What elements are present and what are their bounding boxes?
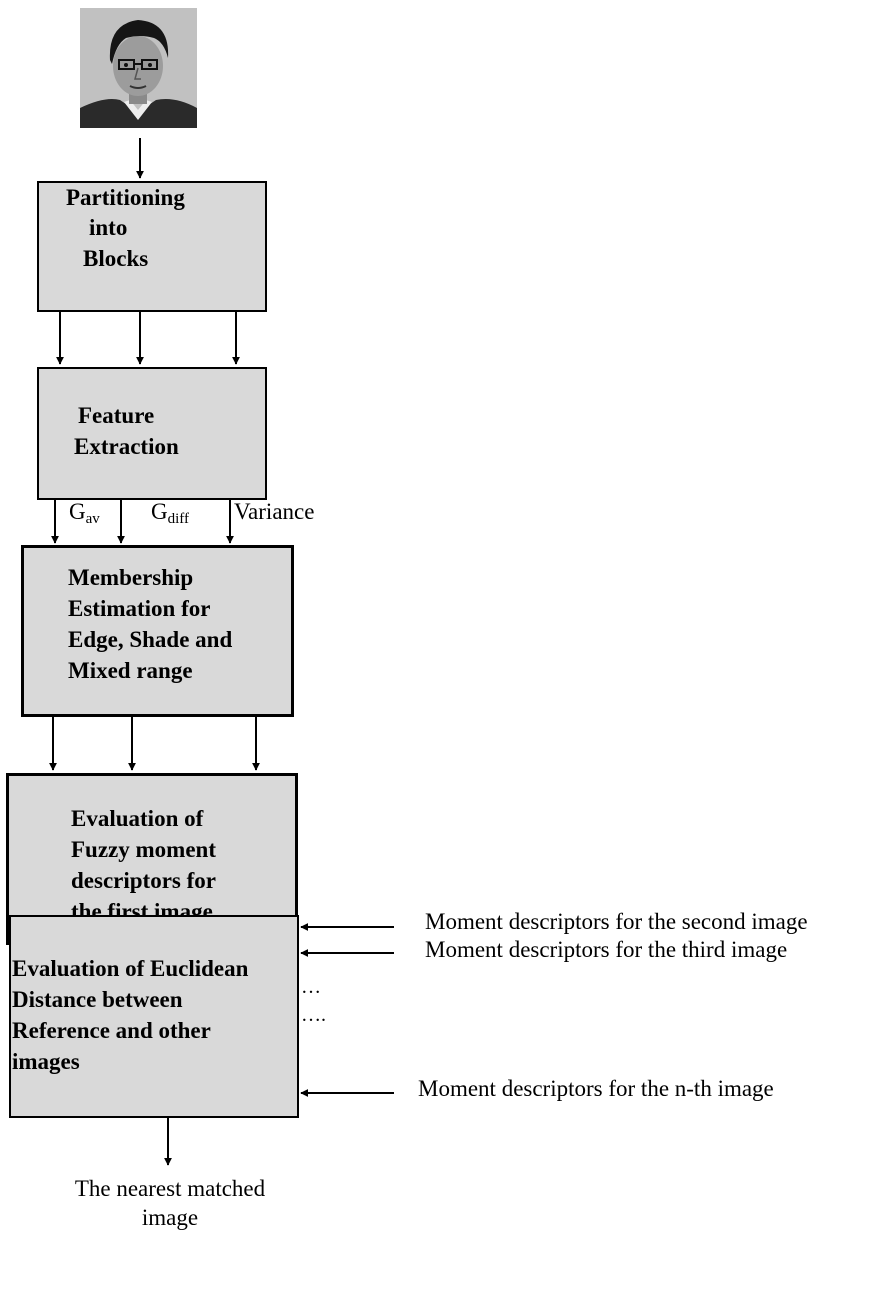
euclid-label-1: Evaluation of Euclidean (12, 956, 249, 981)
ellipsis-2: …. (301, 1004, 326, 1026)
feature-label-1: Feature (78, 403, 155, 428)
g-av-label: Gav (69, 499, 100, 527)
fuzzy-label-1: Evaluation of (71, 806, 204, 831)
face-photo-icon (80, 8, 197, 128)
membership-label-3: Edge, Shade and (68, 627, 233, 652)
fuzzy-label-2: Fuzzy moment (71, 837, 216, 862)
partition-label-3: Blocks (83, 246, 149, 271)
euclidean-distance-block (9, 915, 299, 1118)
output-label-1: The nearest matched (74, 1176, 266, 1201)
euclid-label-3: Reference and other (12, 1018, 211, 1043)
ellipsis-1: … (301, 976, 321, 998)
feature-extraction-block (37, 367, 267, 500)
nth-image-input-label: Moment descriptors for the n-th image (418, 1076, 774, 1101)
membership-label-4: Mixed range (68, 658, 193, 683)
output-label-2: image (141, 1205, 199, 1230)
second-image-input-label: Moment descriptors for the second image (425, 909, 808, 934)
membership-label-2: Estimation for (68, 596, 211, 621)
partition-label-2: into (89, 215, 128, 240)
euclid-label-2: Distance between (12, 987, 183, 1012)
membership-label-1: Membership (68, 565, 194, 590)
third-image-input-label: Moment descriptors for the third image (425, 937, 788, 962)
fuzzy-label-3: descriptors for (71, 868, 216, 893)
g-diff-label: Gdiff (151, 499, 190, 527)
membership-block (21, 545, 294, 717)
euclid-label-4: images (12, 1049, 80, 1074)
feature-label-2: Extraction (74, 434, 179, 459)
partition-block (37, 181, 267, 312)
partition-label-1: Partitioning (66, 185, 185, 210)
variance-label: Variance (234, 499, 315, 524)
